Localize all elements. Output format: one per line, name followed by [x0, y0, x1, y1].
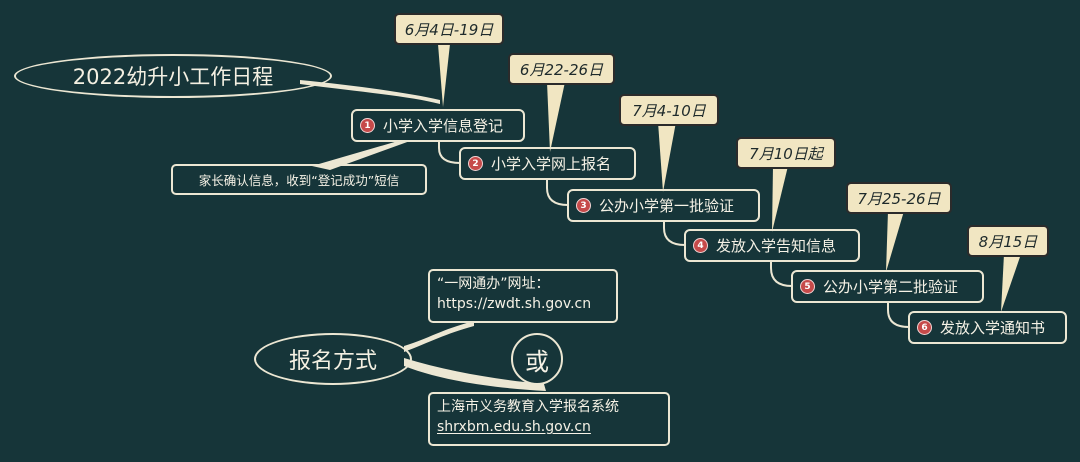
step-node-5: 5 公办小学第二批验证 [791, 270, 984, 303]
step-node-3: 3 公办小学第一批验证 [567, 189, 760, 222]
date-pointer-3 [658, 122, 676, 192]
step-number-badge: 4 [693, 238, 708, 253]
step-label: 发放入学告知信息 [716, 237, 837, 255]
method-option-2: 上海市义务教育入学报名系统 shrxbm.edu.sh.gov.cn [428, 392, 670, 446]
title-node: 2022幼升小工作日程 [14, 54, 332, 98]
step-node-1: 1 小学入学信息登记 [351, 109, 525, 142]
method-option-1: “一网通办”网址： https://zwdt.sh.gov.cn [428, 269, 618, 323]
date-label-2: 6月22-26日 [508, 53, 615, 85]
date-pointer-6 [1001, 254, 1021, 312]
method-connector-2 [404, 358, 546, 391]
step-node-2: 2 小学入学网上报名 [459, 147, 636, 180]
methods-node: 报名方式 [254, 333, 412, 385]
step-label: 小学入学信息登记 [383, 117, 504, 135]
step-connector-1-2 [438, 140, 461, 164]
date-pointer-1 [438, 44, 450, 107]
date-text: 6月22-26日 [519, 60, 604, 79]
step-number-badge: 3 [576, 198, 591, 213]
step-number-badge: 2 [468, 156, 483, 171]
step-connector-3-4 [663, 222, 686, 246]
step-label: 公办小学第二批验证 [823, 278, 959, 296]
option2-url[interactable]: shrxbm.edu.sh.gov.cn [437, 419, 591, 435]
date-text: 7月25-26日 [857, 189, 941, 208]
step-connector-2-3 [546, 178, 569, 206]
step-label: 发放入学通知书 [940, 319, 1046, 337]
method-connector-1 [404, 321, 474, 352]
date-text: 7月4-10日 [632, 101, 706, 120]
note-pointer [312, 141, 410, 170]
date-text: 8月15日 [978, 232, 1038, 251]
option1-url[interactable]: https://zwdt.sh.gov.cn [437, 296, 592, 312]
date-label-4: 7月10日起 [736, 137, 836, 169]
step-node-6: 6 发放入学通知书 [908, 311, 1067, 344]
date-label-6: 8月15日 [967, 225, 1049, 257]
date-label-1: 6月4日-19日 [394, 13, 504, 45]
date-label-3: 7月4-10日 [619, 94, 719, 126]
option1-label: “一网通办”网址： [437, 276, 550, 292]
date-pointer-4 [772, 166, 788, 232]
step-number-badge: 5 [800, 279, 815, 294]
option2-label: 上海市义务教育入学报名系统 [437, 399, 619, 415]
or-circle: 或 [511, 333, 563, 385]
date-label-5: 7月25-26日 [846, 182, 952, 214]
step-node-4: 4 发放入学告知信息 [684, 229, 860, 262]
or-text: 或 [525, 347, 549, 376]
step-number-badge: 1 [360, 118, 375, 133]
step-number-badge: 6 [917, 320, 932, 335]
date-text: 7月10日起 [749, 144, 823, 163]
step-label: 公办小学第一批验证 [599, 197, 735, 215]
date-pointer-2 [547, 82, 565, 152]
title-text: 2022幼升小工作日程 [72, 65, 274, 89]
date-pointer-5 [886, 211, 904, 272]
step-label: 小学入学网上报名 [491, 155, 612, 173]
note-text: 家长确认信息，收到“登记成功”短信 [198, 173, 400, 188]
date-text: 6月4日-19日 [404, 20, 494, 39]
methods-title: 报名方式 [288, 349, 377, 374]
step-connector-5-6 [887, 302, 910, 328]
title-connector [300, 80, 440, 104]
step-connector-4-5 [770, 260, 793, 287]
step1-note: 家长确认信息，收到“登记成功”短信 [171, 164, 427, 195]
